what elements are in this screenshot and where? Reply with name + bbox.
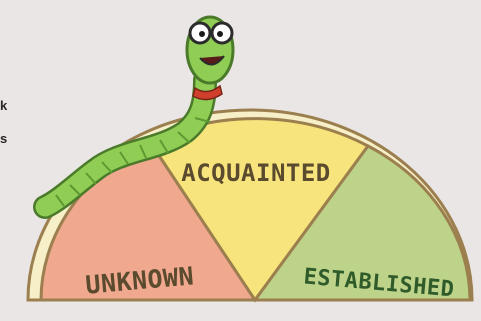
worm-pupil-right [217, 31, 223, 37]
label-acquainted: ACQUAINTED [181, 159, 331, 187]
worm-pupil-left [199, 31, 205, 37]
